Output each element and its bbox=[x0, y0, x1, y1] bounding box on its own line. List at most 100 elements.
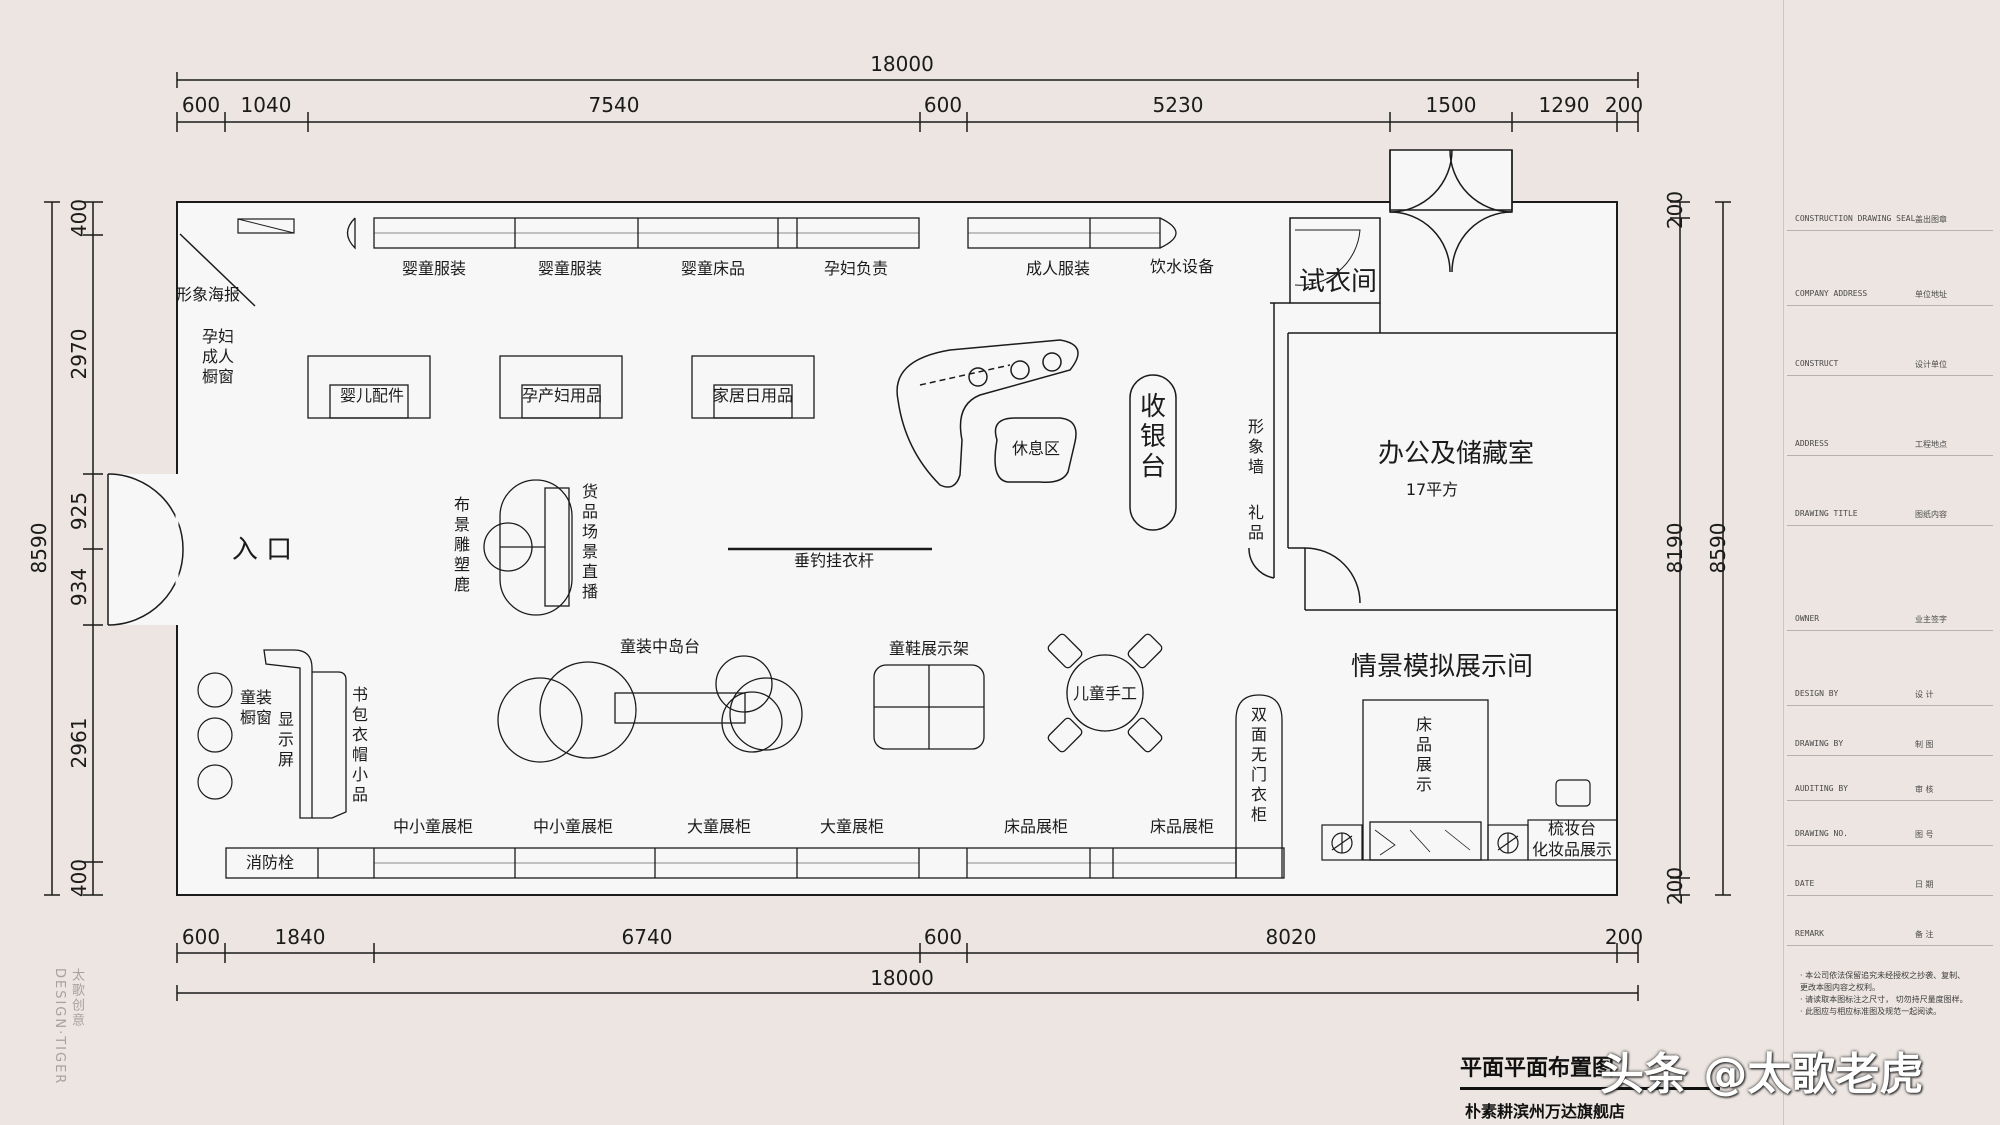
top-baby-clothes-2: 婴童服装 bbox=[538, 259, 602, 278]
bottom-big-1: 大童展柜 bbox=[687, 817, 751, 836]
title-block-en: DESIGN BY bbox=[1795, 689, 1839, 698]
kids-window-label: 童装橱窗 bbox=[240, 688, 272, 727]
poster-board bbox=[179, 233, 256, 307]
dim-top-2: 7540 bbox=[589, 93, 640, 117]
notes: · 本公司依法保留追究未经授权之抄袭、复制、 更改本图内容之权利。· 请读取本图… bbox=[1800, 970, 1996, 1018]
title-block-cn: 单位地址 bbox=[1915, 290, 1947, 299]
left-dimensions bbox=[44, 201, 103, 896]
title-block-en: DRAWING NO. bbox=[1795, 829, 1848, 838]
dim-left-4: 2961 bbox=[67, 718, 91, 769]
dim-right-bottom: 200 bbox=[1663, 867, 1687, 905]
bottom-mid-small-2: 中小童展柜 bbox=[533, 817, 613, 836]
title-block-cn: 设 计 bbox=[1915, 690, 1934, 699]
title-block-en: OWNER bbox=[1795, 614, 1820, 623]
title-block-cn: 备 注 bbox=[1915, 930, 1934, 939]
top-adult-clothes: 成人服装 bbox=[1026, 259, 1090, 278]
scene-room-label: 情景模拟展示间 bbox=[1351, 652, 1533, 682]
title-block-cn: 图纸内容 bbox=[1915, 510, 1947, 519]
dim-left-1: 2970 bbox=[67, 329, 91, 380]
kids-craft-label: 儿童手工 bbox=[1073, 684, 1137, 703]
top-cabinets bbox=[346, 217, 1177, 250]
fitting-room-label: 试衣间 bbox=[1299, 267, 1377, 297]
title-block-cn: 图 号 bbox=[1915, 830, 1934, 839]
title-block-en: ADDRESS bbox=[1795, 439, 1829, 448]
bottom-mid-small-1: 中小童展柜 bbox=[393, 817, 473, 836]
title-block-cn: 工程地点 bbox=[1915, 440, 1947, 449]
title-block-row: REMARK 备 注 bbox=[1787, 925, 1993, 946]
dim-left-total: 8590 bbox=[27, 523, 51, 574]
note-line: · 本公司依法保留追究未经授权之抄袭、复制、 bbox=[1800, 971, 1966, 980]
display-units-row bbox=[307, 355, 815, 419]
gift-label: 礼品 bbox=[1248, 503, 1264, 542]
dim-bottom-2: 6740 bbox=[622, 925, 673, 949]
display-screen-label: 显示屏 bbox=[278, 710, 294, 769]
dim-left-5: 400 bbox=[67, 859, 91, 897]
top-dimensions bbox=[176, 72, 1639, 132]
top-baby-bedding: 婴童床品 bbox=[681, 259, 745, 278]
live-stream-display bbox=[483, 479, 573, 616]
title-block-en: DATE bbox=[1795, 879, 1815, 888]
vanity-stool bbox=[1555, 779, 1591, 807]
bottom-big-2: 大童展柜 bbox=[820, 817, 884, 836]
title-block-cn: 盖出图章 bbox=[1915, 215, 1947, 224]
bottom-cabinets bbox=[225, 847, 1285, 879]
shoe-rack-label: 童鞋展示架 bbox=[889, 639, 969, 658]
title-block-row: DRAWING NO. 图 号 bbox=[1787, 825, 1993, 846]
cashier-label: 收银台 bbox=[1140, 392, 1166, 482]
top-maternity: 孕妇负责 bbox=[824, 259, 888, 278]
kids-window-circles bbox=[197, 672, 233, 800]
top-water: 饮水设备 bbox=[1150, 257, 1214, 276]
office-area-label: 17平方 bbox=[1406, 480, 1458, 499]
back-double-door bbox=[1389, 149, 1513, 273]
kids-island-table bbox=[497, 655, 803, 763]
dim-left-2: 925 bbox=[67, 492, 91, 530]
office-label: 办公及储藏室 bbox=[1378, 439, 1534, 469]
title-block-en: REMARK bbox=[1795, 929, 1824, 938]
title-underline bbox=[1460, 1087, 1720, 1090]
dim-top-7: 200 bbox=[1605, 93, 1643, 117]
title-block-en: CONSTRUCT bbox=[1795, 359, 1839, 368]
maternity-supplies-label: 孕产妇用品 bbox=[522, 386, 602, 405]
small-cabinet bbox=[237, 218, 295, 234]
dim-top-5: 1500 bbox=[1426, 93, 1477, 117]
cashier-counter bbox=[1129, 374, 1177, 531]
entrance-label: 入 口 bbox=[232, 535, 292, 565]
dim-bottom-3: 600 bbox=[924, 925, 962, 949]
poster-label: 形象海报 bbox=[176, 285, 240, 304]
island-label: 童装中岛台 bbox=[620, 637, 700, 656]
home-goods-label: 家居日用品 bbox=[713, 386, 793, 405]
hanging-rod-label: 垂钓挂衣杆 bbox=[794, 551, 874, 570]
title-block-en: AUDITING BY bbox=[1795, 784, 1848, 793]
lounge-bench bbox=[896, 339, 1079, 488]
title-block-en: DRAWING TITLE bbox=[1795, 509, 1858, 518]
maternity-window-label: 孕妇成人橱窗 bbox=[202, 327, 234, 386]
vanity-label: 梳妆台 bbox=[1548, 819, 1596, 838]
title-block-row: DRAWING TITLE 图纸内容 bbox=[1787, 505, 1993, 526]
entrance-doors bbox=[107, 473, 184, 626]
title-block-border bbox=[1783, 0, 1784, 1125]
bed bbox=[1362, 699, 1489, 861]
drawing-title: 平面平面布置图 bbox=[1460, 1056, 1615, 1081]
dim-left-0: 400 bbox=[67, 199, 91, 237]
bottom-bedding-1: 床品展柜 bbox=[1004, 817, 1068, 836]
title-block-cn: 审 核 bbox=[1915, 785, 1934, 794]
kids-craft-table bbox=[1047, 633, 1163, 753]
cosmetics-label: 化妆品展示 bbox=[1532, 840, 1612, 859]
vanity-table bbox=[1527, 819, 1618, 861]
live-stream-label: 货品场景直播 bbox=[582, 482, 598, 601]
dim-top-4: 5230 bbox=[1153, 93, 1204, 117]
dim-bottom-4: 8020 bbox=[1266, 925, 1317, 949]
dim-left-3: 934 bbox=[67, 568, 91, 606]
bedding-display-label: 床品展示 bbox=[1416, 715, 1432, 794]
dim-total-top: 18000 bbox=[870, 52, 934, 76]
small-cabinet-cross bbox=[237, 218, 295, 234]
dim-bottom-5: 200 bbox=[1605, 925, 1643, 949]
bag-hat-label: 书包衣帽小品 bbox=[352, 685, 368, 804]
